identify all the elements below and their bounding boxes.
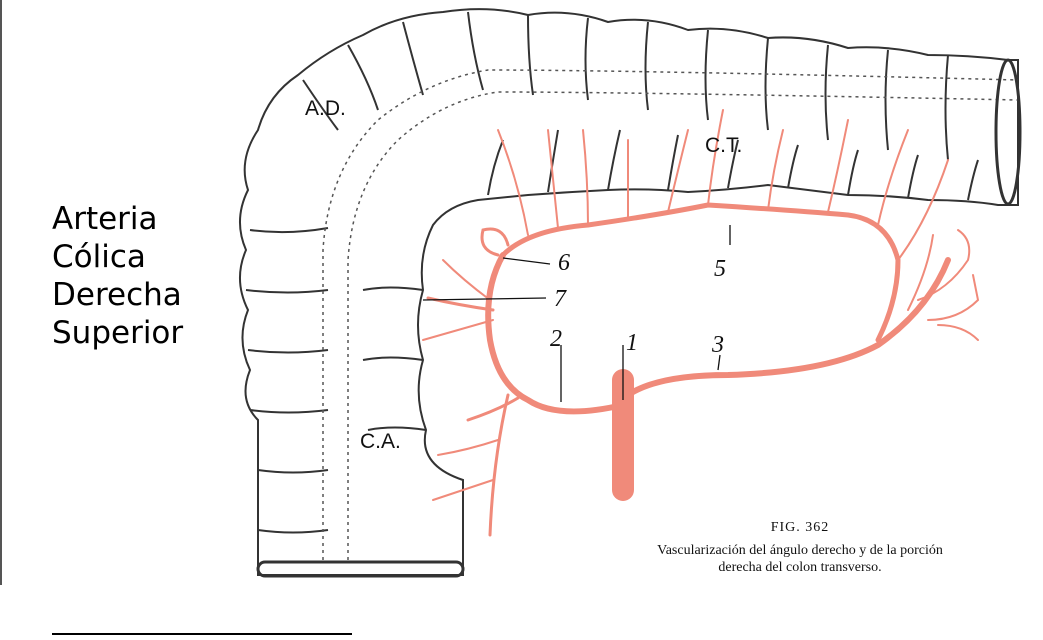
vessel-number-2: 2 (550, 326, 562, 352)
vessel-number-5: 5 (714, 256, 726, 282)
footer-rule (52, 633, 352, 635)
caption-line-1: Vascularización del ángulo derecho y de … (590, 542, 1010, 559)
caption-line-2: derecha del colon transverso. (590, 559, 1010, 576)
figure-caption: FIG. 362 Vascularización del ángulo dere… (590, 520, 1010, 576)
vessel-number-3: 3 (711, 332, 724, 358)
title-line-4: Superior (52, 314, 242, 352)
slide-title: Arteria Cólica Derecha Superior (52, 200, 242, 352)
vessel-number-7: 7 (554, 286, 567, 312)
label-colon-transverso: C.T. (705, 134, 742, 157)
label-angulo-derecho: A.D. (305, 97, 346, 120)
title-line-3: Derecha (52, 276, 242, 314)
vessel-number-6: 6 (558, 250, 570, 276)
anatomical-illustration: A.D. C.T. C.A. 1 2 3 5 6 7 (228, 0, 1043, 595)
vessel-number-1: 1 (626, 330, 638, 356)
artery-network (423, 110, 978, 535)
title-line-1: Arteria (52, 200, 242, 238)
title-line-2: Cólica (52, 238, 242, 276)
slide-left-border (0, 0, 2, 585)
label-colon-ascendente: C.A. (360, 430, 401, 453)
figure-number: FIG. 362 (590, 520, 1010, 536)
figure-caption-text: Vascularización del ángulo derecho y de … (590, 542, 1010, 576)
